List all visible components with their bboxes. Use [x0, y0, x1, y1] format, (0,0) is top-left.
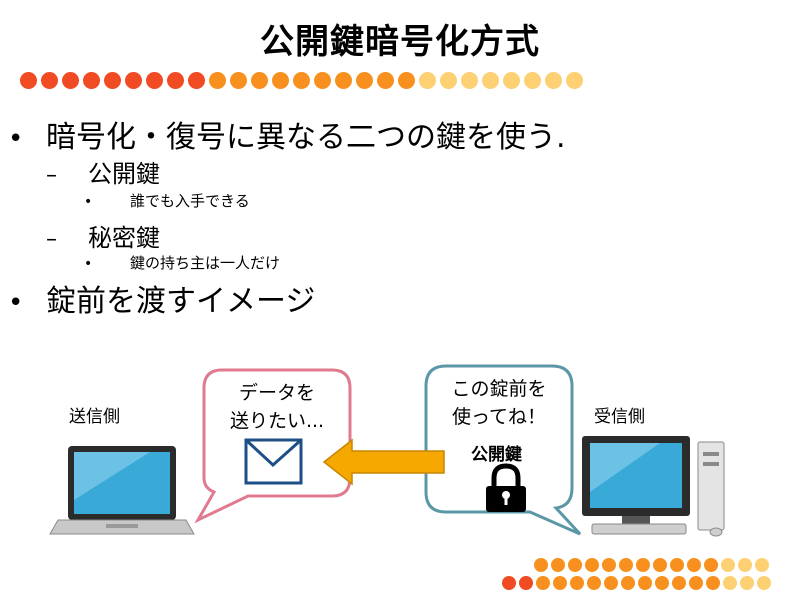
envelope-icon	[244, 438, 303, 485]
dot	[602, 558, 616, 572]
dot	[419, 72, 436, 89]
desktop-computer-icon	[582, 436, 725, 537]
dot	[272, 72, 289, 89]
dot	[653, 558, 667, 572]
bullet-mark: •	[8, 124, 24, 154]
bottom-dot-row-2	[502, 576, 771, 590]
bullet-text: 秘密鍵	[88, 224, 160, 252]
dot	[83, 72, 100, 89]
bullet-level1: • 錠前を渡すイメージ	[8, 276, 315, 320]
dot	[41, 72, 58, 89]
receiver-bubble-line: この錠前を	[451, 378, 547, 400]
dot	[524, 72, 541, 89]
dot	[553, 576, 567, 590]
dot	[621, 576, 635, 590]
dot	[534, 558, 548, 572]
dot	[461, 72, 478, 89]
dot	[104, 72, 121, 89]
dot	[670, 558, 684, 572]
receiver-bubble-line: 使ってね！	[451, 406, 547, 428]
dot	[545, 72, 562, 89]
sender-label: 送信側	[69, 407, 120, 427]
bullet-level2: – 公開鍵	[46, 154, 160, 189]
dot	[482, 72, 499, 89]
dot	[619, 558, 633, 572]
receiver-bubble-text: この錠前を 使ってね！	[426, 375, 572, 431]
bullet-text: 暗号化・復号に異なる二つの鍵を使う.	[46, 120, 566, 155]
dot	[604, 576, 618, 590]
dot	[188, 72, 205, 89]
dot	[356, 72, 373, 89]
dot	[757, 576, 771, 590]
sender-bubble-line: データを	[238, 382, 315, 404]
receiver-speech-bubble	[424, 364, 582, 536]
dot	[566, 72, 583, 89]
sender-bubble-text: データを 送りたい...	[204, 379, 350, 435]
bullet-level3: • 鍵の持ち主は一人だけ	[84, 252, 280, 273]
dot	[20, 72, 37, 89]
bullet-text: 鍵の持ち主は一人だけ	[130, 254, 281, 272]
dot	[335, 72, 352, 89]
dot	[209, 72, 226, 89]
dot	[672, 576, 686, 590]
bullet-mark: –	[46, 163, 57, 188]
arrow-left-icon	[322, 438, 445, 486]
dot	[568, 558, 582, 572]
bottom-dot-row-1	[534, 558, 769, 572]
dot	[706, 576, 720, 590]
dot	[314, 72, 331, 89]
bullet-level2: – 秘密鍵	[46, 218, 160, 253]
padlock-icon	[486, 463, 526, 512]
dot	[167, 72, 184, 89]
bullet-text: 錠前を渡すイメージ	[46, 284, 316, 319]
dot	[503, 72, 520, 89]
dot	[519, 576, 533, 590]
dot	[62, 72, 79, 89]
dot	[738, 558, 752, 572]
laptop-icon	[49, 446, 195, 535]
dot	[230, 72, 247, 89]
bullet-text: 誰でも入手できる	[130, 192, 250, 210]
dot	[704, 558, 718, 572]
dot	[293, 72, 310, 89]
dot	[377, 72, 394, 89]
padlock-label: 公開鍵	[471, 445, 522, 465]
dot	[440, 72, 457, 89]
receiver-label: 受信側	[594, 407, 645, 427]
dot	[398, 72, 415, 89]
dot	[655, 576, 669, 590]
dot	[551, 558, 565, 572]
sender-bubble-line: 送りたい...	[229, 410, 325, 432]
dot	[755, 558, 769, 572]
dot	[721, 558, 735, 572]
dot	[740, 576, 754, 590]
dot	[587, 576, 601, 590]
dot	[251, 72, 268, 89]
bullet-text: 公開鍵	[88, 160, 160, 188]
bullet-mark: •	[8, 288, 24, 318]
title-dot-row	[20, 72, 583, 89]
slide-title: 公開鍵暗号化方式	[260, 22, 540, 62]
bullet-mark: •	[84, 256, 93, 272]
bullet-mark: –	[46, 227, 57, 252]
bullet-level1: • 暗号化・復号に異なる二つの鍵を使う.	[8, 112, 566, 156]
dot	[723, 576, 737, 590]
dot	[636, 558, 650, 572]
dot	[146, 72, 163, 89]
bullet-level3: • 誰でも入手できる	[84, 190, 250, 211]
dot	[502, 576, 516, 590]
dot	[687, 558, 701, 572]
dot	[585, 558, 599, 572]
bullet-mark: •	[84, 194, 93, 210]
dot	[689, 576, 703, 590]
dot	[536, 576, 550, 590]
dot	[570, 576, 584, 590]
dot	[125, 72, 142, 89]
dot	[638, 576, 652, 590]
